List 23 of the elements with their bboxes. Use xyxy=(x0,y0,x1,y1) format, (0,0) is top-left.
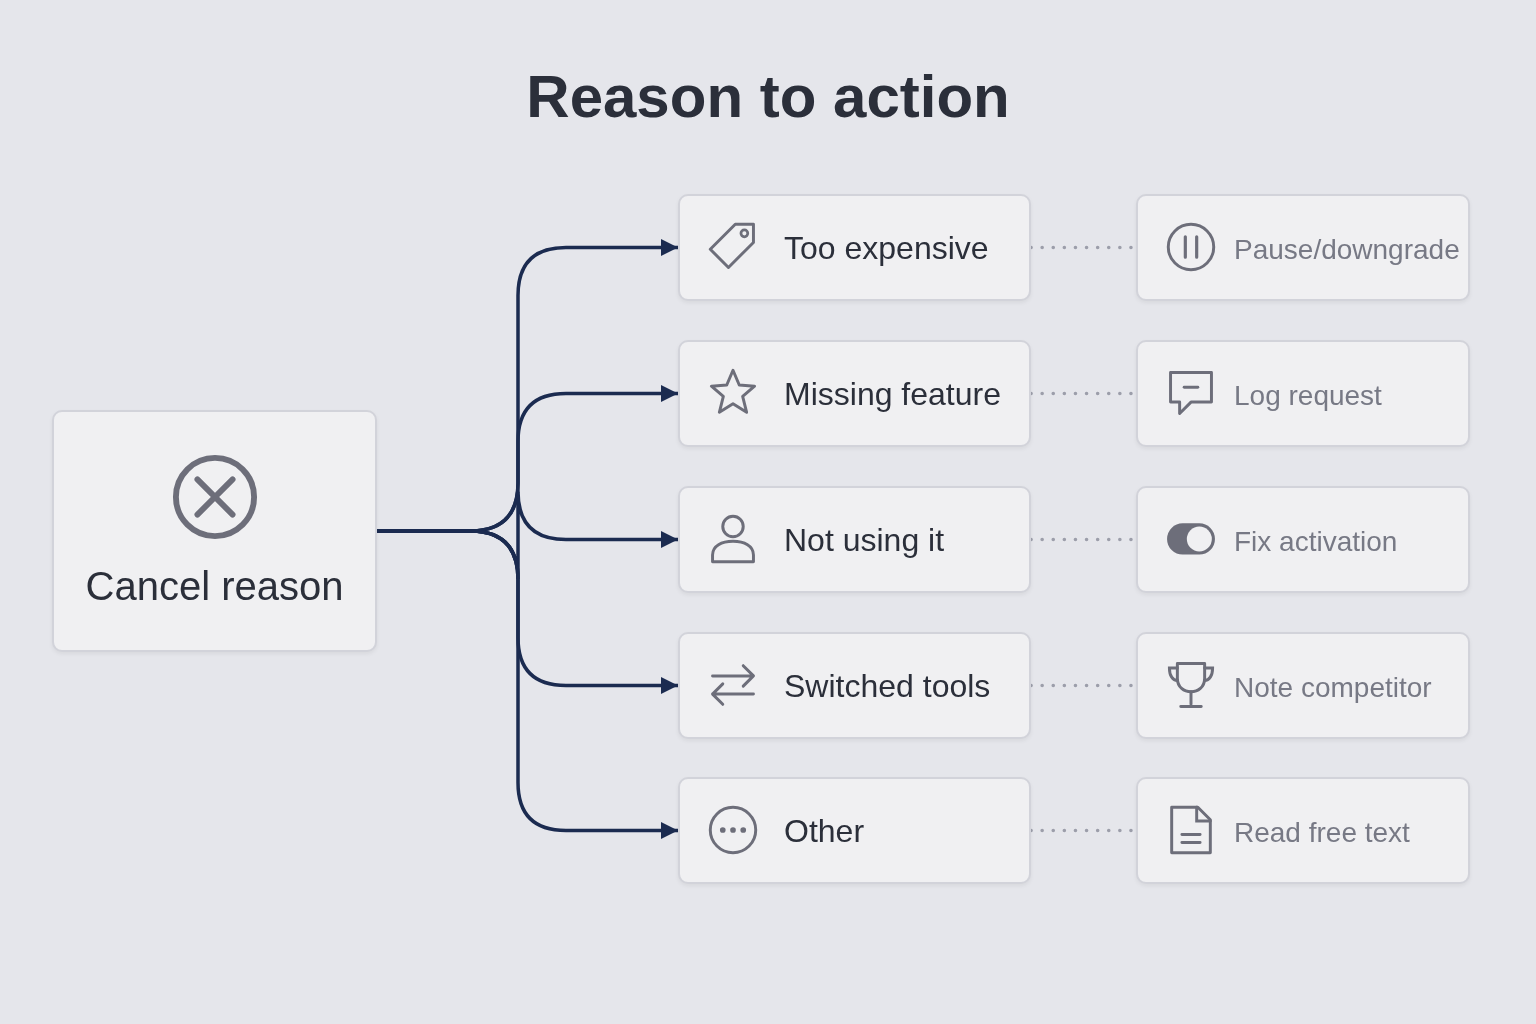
action-card xyxy=(1136,632,1470,739)
node-label: Log request xyxy=(1234,380,1382,412)
node-label: Note competitor xyxy=(1234,672,1432,704)
node-label: Switched tools xyxy=(784,668,991,705)
reason-card xyxy=(678,486,1031,593)
action-card xyxy=(1136,340,1470,447)
node-label: Cancel reason xyxy=(84,564,345,609)
node-label: Missing feature xyxy=(784,376,1001,413)
reason-card xyxy=(678,777,1031,884)
action-card xyxy=(1136,777,1470,884)
reason-card xyxy=(678,632,1031,739)
reason-card xyxy=(678,340,1031,447)
action-card xyxy=(1136,194,1470,301)
source-card xyxy=(52,410,377,652)
node-label: Pause/downgrade xyxy=(1234,234,1460,266)
node-label: Fix activation xyxy=(1234,526,1398,558)
action-card xyxy=(1136,486,1470,593)
node-label: Read free text xyxy=(1234,817,1410,849)
title: Reason to action xyxy=(526,62,1010,131)
reason-card xyxy=(678,194,1031,301)
node-label: Not using it xyxy=(784,522,945,559)
node-label: Other xyxy=(784,813,865,850)
node-label: Too expensive xyxy=(784,230,989,267)
